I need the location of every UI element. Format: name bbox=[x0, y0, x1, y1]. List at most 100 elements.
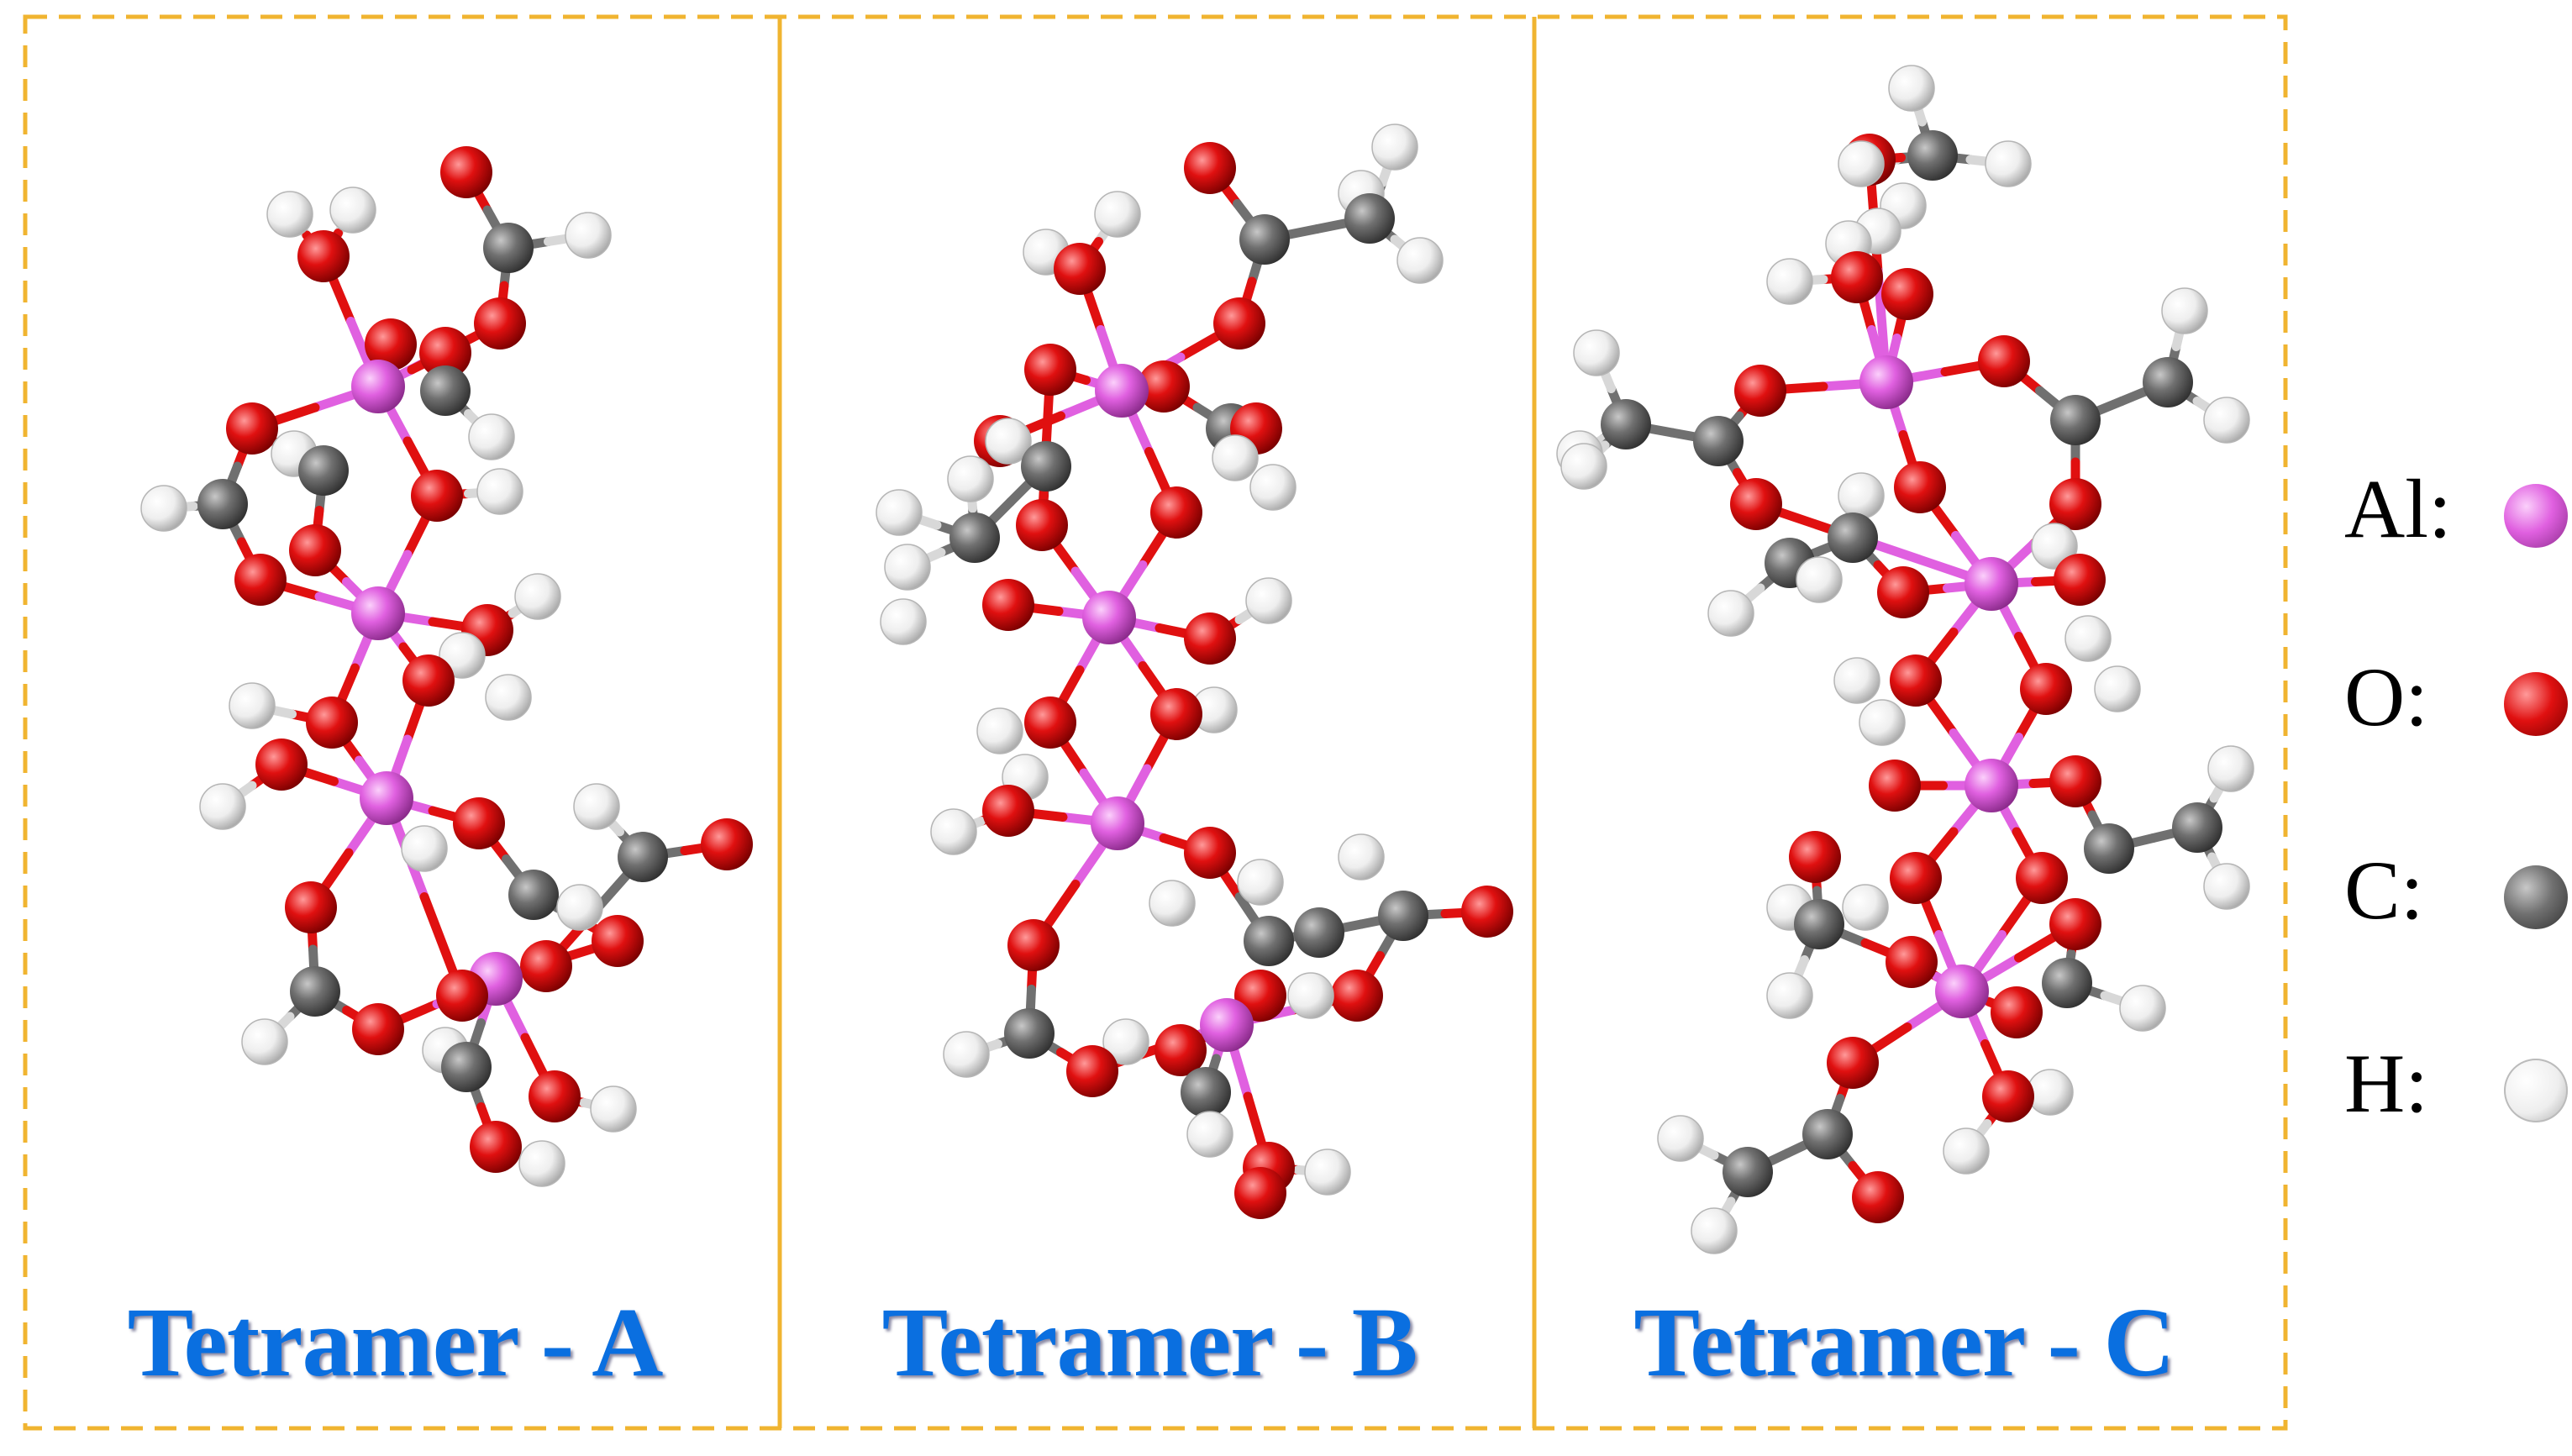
o-atom bbox=[1881, 268, 1933, 320]
o-atom bbox=[592, 915, 644, 967]
o-atom bbox=[352, 1003, 404, 1055]
o-atom bbox=[1331, 970, 1383, 1022]
c-atom bbox=[1828, 512, 1878, 563]
al-atom bbox=[1859, 355, 1913, 409]
c-atom bbox=[483, 223, 534, 273]
o-atom bbox=[306, 696, 358, 749]
o-atom bbox=[1184, 142, 1236, 194]
legend-label-o: O: bbox=[2344, 650, 2428, 744]
h-atom bbox=[2031, 523, 2078, 570]
o-atom bbox=[297, 230, 350, 282]
legend-item-c: C: bbox=[2344, 842, 2571, 943]
h-atom bbox=[1766, 258, 1813, 305]
o-atom bbox=[1991, 986, 2043, 1038]
tetramer-c-structure bbox=[1556, 65, 2254, 1254]
h-atom bbox=[241, 1018, 288, 1065]
h-atom bbox=[1245, 577, 1292, 624]
o-atom bbox=[1150, 688, 1202, 740]
o-atom bbox=[1877, 566, 1929, 618]
o-atom bbox=[470, 1121, 522, 1173]
h-atom bbox=[140, 485, 187, 532]
c-atom bbox=[1907, 130, 1958, 181]
o-atom bbox=[1886, 936, 1938, 988]
h-atom bbox=[1102, 1018, 1149, 1065]
c-atom bbox=[1693, 416, 1744, 466]
h-atom bbox=[565, 212, 612, 259]
o-atom bbox=[1024, 344, 1076, 396]
o-atom bbox=[453, 797, 505, 849]
tetramer-a-structure bbox=[140, 146, 753, 1187]
h-atom bbox=[1186, 1111, 1233, 1158]
h-atom bbox=[1396, 237, 1444, 284]
o-atom bbox=[234, 554, 287, 606]
h-atom bbox=[2064, 615, 2112, 662]
o-atom bbox=[1007, 919, 1060, 971]
h-atom bbox=[930, 808, 977, 855]
c-atom bbox=[1239, 214, 1290, 265]
h-atom bbox=[1249, 464, 1297, 511]
h-atom bbox=[1833, 657, 1880, 704]
o-atom-swatch bbox=[2504, 672, 2568, 736]
o-atom bbox=[440, 146, 492, 198]
h-atom bbox=[1560, 443, 1607, 490]
o-atom bbox=[285, 881, 337, 933]
h-atom bbox=[884, 544, 931, 591]
o-atom bbox=[2049, 755, 2101, 807]
al-atom bbox=[351, 360, 405, 413]
o-atom bbox=[1869, 760, 1921, 812]
h-atom bbox=[876, 489, 923, 536]
o-atom bbox=[1730, 478, 1782, 530]
o-atom bbox=[1982, 1070, 2034, 1122]
legend-label-c: C: bbox=[2344, 844, 2424, 937]
h-atom bbox=[485, 674, 532, 721]
h-atom bbox=[1338, 833, 1385, 880]
o-atom bbox=[1978, 335, 2030, 387]
c-atom bbox=[298, 445, 349, 496]
c-atom bbox=[949, 512, 1000, 563]
o-atom bbox=[982, 785, 1034, 837]
o-atom bbox=[1150, 486, 1202, 539]
panel-title-c: Tetramer - C bbox=[1633, 1287, 2175, 1397]
o-atom bbox=[1234, 1167, 1286, 1219]
c-atom bbox=[508, 870, 559, 920]
h-atom bbox=[266, 191, 313, 238]
h-atom bbox=[1304, 1149, 1351, 1196]
o-atom bbox=[1024, 696, 1076, 749]
o-atom bbox=[1054, 243, 1106, 295]
c-atom bbox=[1723, 1147, 1773, 1197]
o-atom bbox=[1827, 1037, 1879, 1089]
legend-item-al: Al: bbox=[2344, 460, 2571, 561]
al-atom-swatch bbox=[2504, 484, 2568, 548]
al-atom bbox=[1935, 965, 1989, 1018]
o-atom bbox=[2020, 663, 2072, 715]
h-atom bbox=[1094, 191, 1141, 238]
o-atom bbox=[520, 940, 572, 992]
h-atom bbox=[1838, 140, 1885, 187]
o-atom bbox=[1066, 1045, 1118, 1097]
h-atom bbox=[1149, 880, 1196, 927]
c-atom bbox=[1601, 399, 1651, 449]
o-atom bbox=[1213, 297, 1265, 350]
o-atom bbox=[402, 654, 455, 707]
h-atom bbox=[1888, 65, 1935, 112]
c-atom bbox=[2042, 958, 2092, 1008]
panel-title-a: Tetramer - A bbox=[127, 1287, 664, 1397]
c-atom bbox=[1244, 916, 1294, 966]
o-atom bbox=[982, 579, 1034, 631]
al-atom bbox=[1082, 591, 1136, 644]
h-atom bbox=[2027, 1069, 2074, 1116]
c-atom bbox=[441, 1042, 492, 1092]
o-atom bbox=[1890, 852, 1942, 904]
legend-label-al: Al: bbox=[2344, 462, 2452, 555]
c-atom bbox=[1802, 1109, 1853, 1159]
h-atom bbox=[1838, 472, 1885, 519]
h-atom bbox=[2203, 863, 2250, 910]
h-atom bbox=[1842, 884, 1889, 931]
c-atom bbox=[1794, 899, 1844, 949]
h-atom bbox=[976, 707, 1023, 754]
c-atom bbox=[2050, 395, 2101, 445]
h-atom bbox=[1985, 140, 2032, 187]
o-atom bbox=[226, 402, 278, 455]
o-atom bbox=[2016, 852, 2068, 904]
